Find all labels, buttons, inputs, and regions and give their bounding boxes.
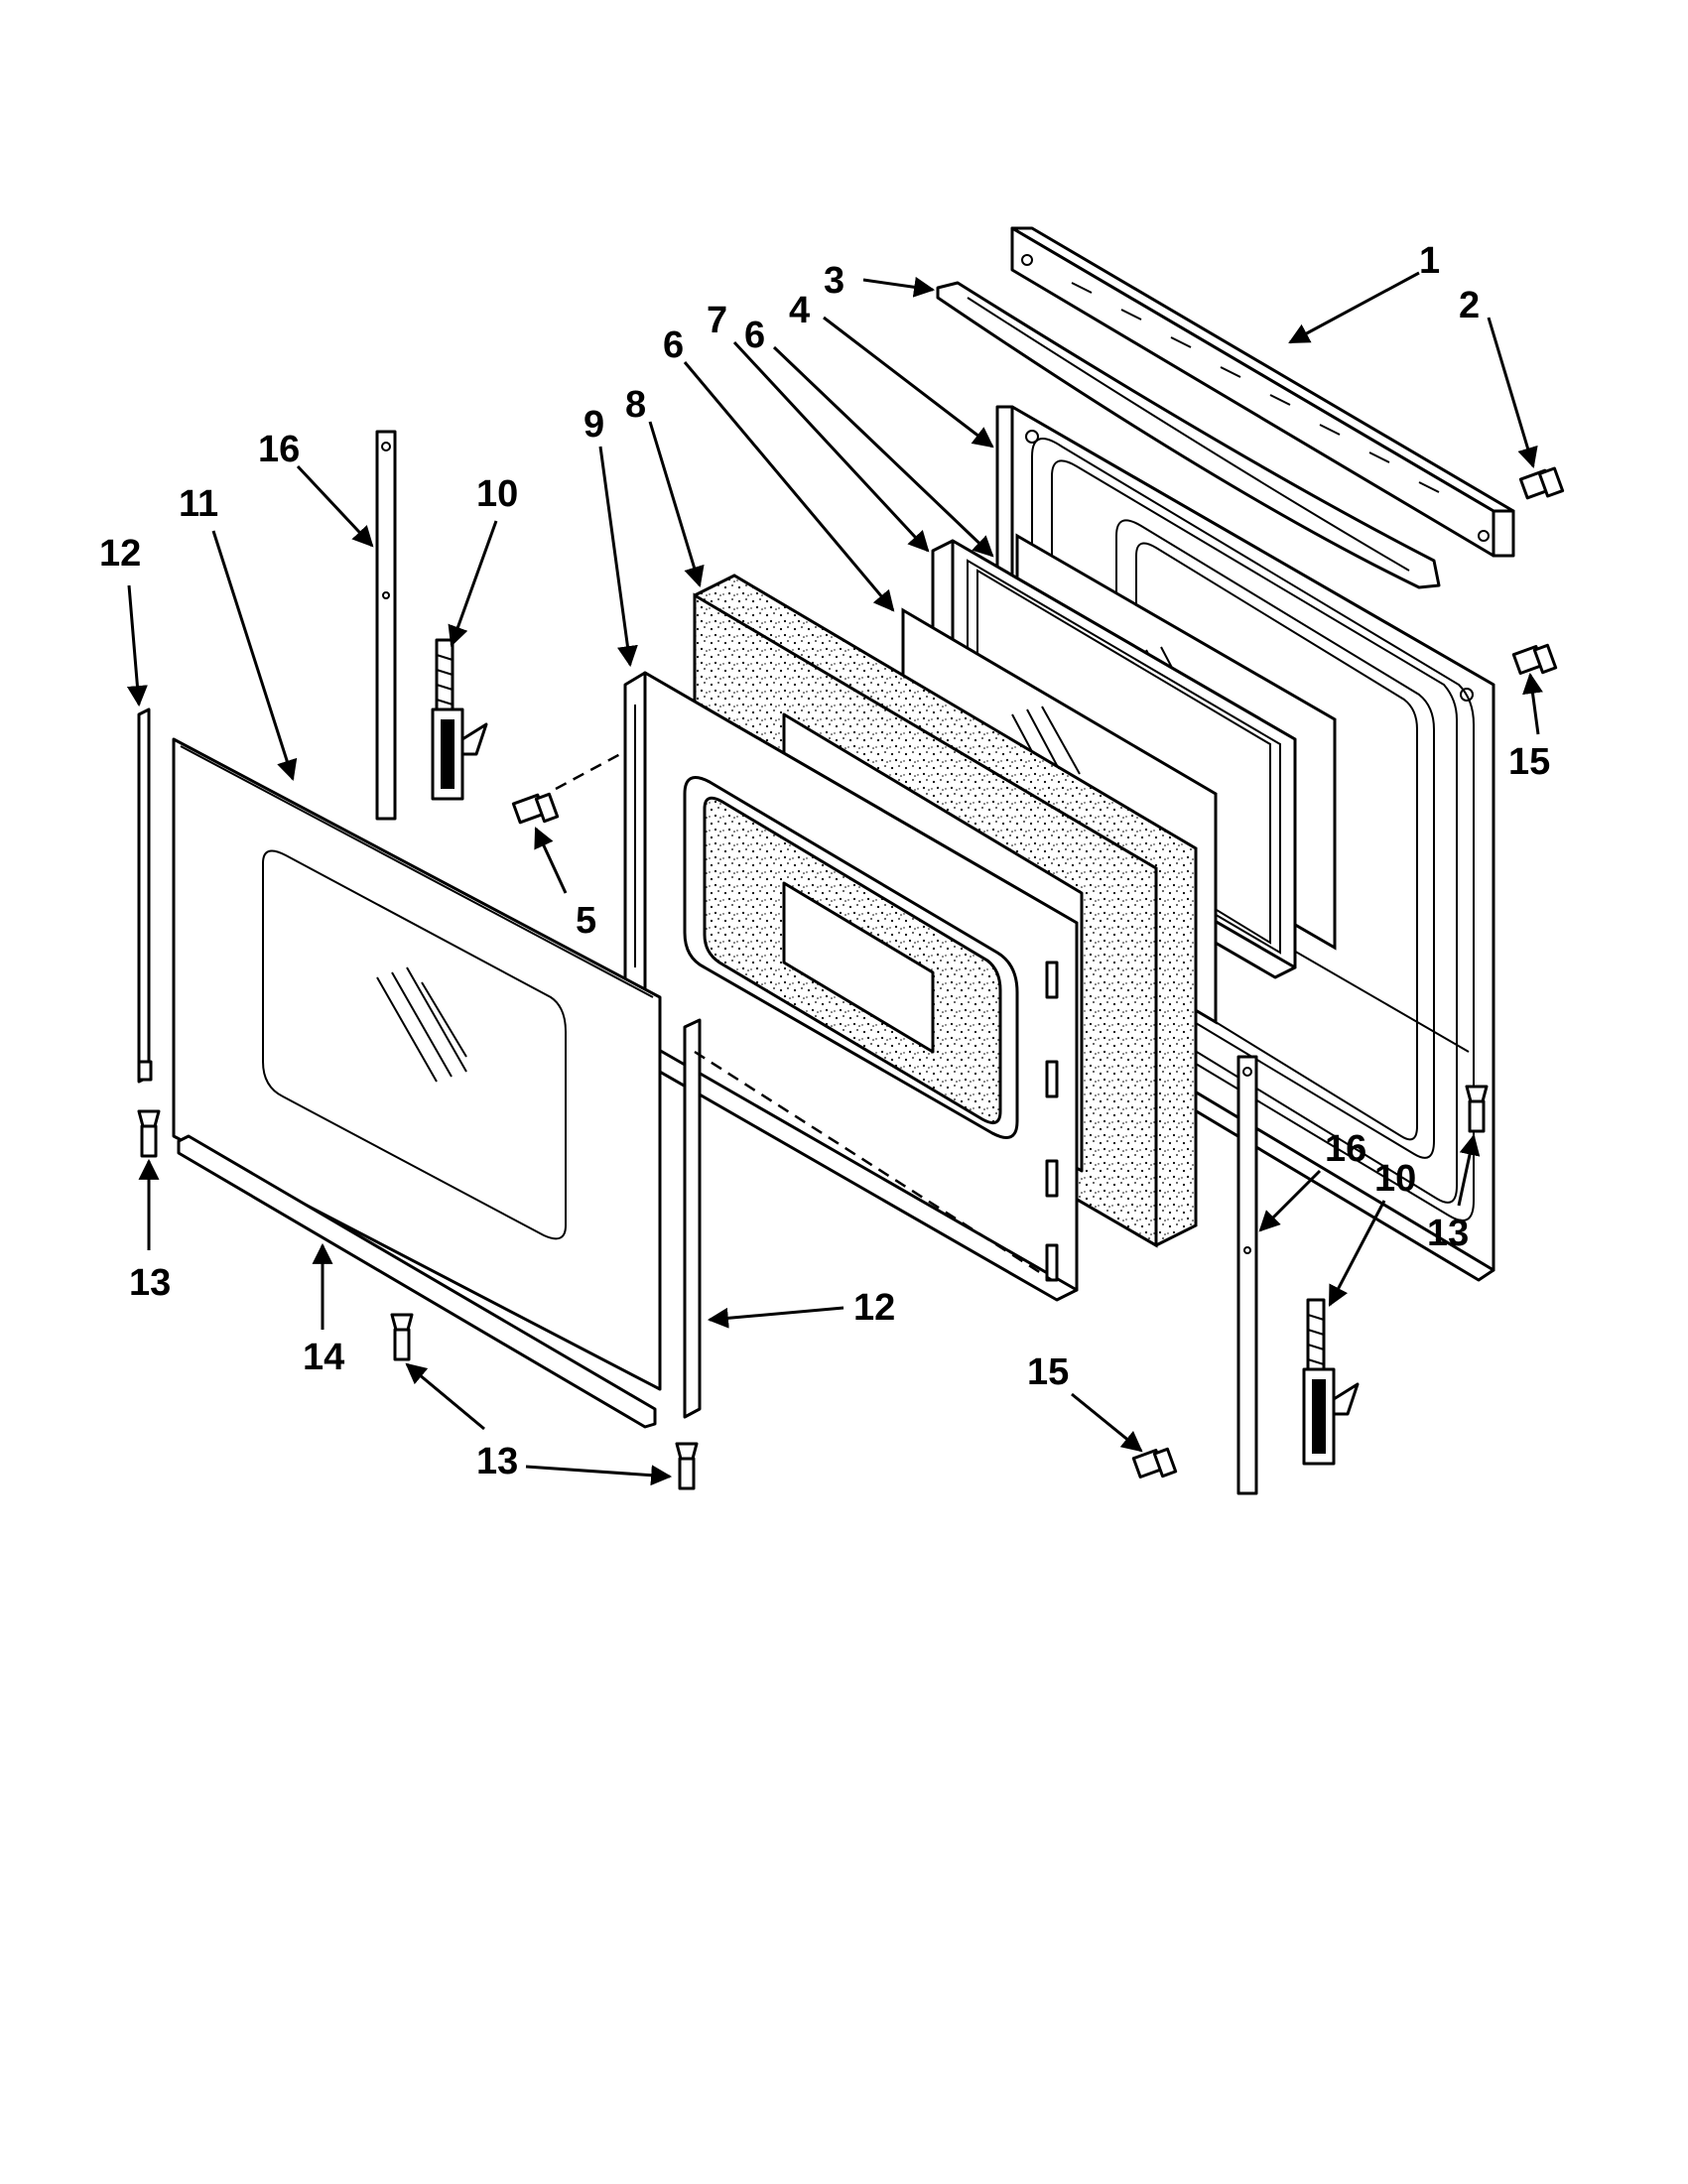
callout-5: 5 xyxy=(576,900,596,942)
screw-part-13-left xyxy=(137,1109,161,1158)
callout-15-upper: 15 xyxy=(1508,741,1550,783)
door-liner-part xyxy=(623,671,1079,1302)
bottom-trim-part xyxy=(177,1134,657,1429)
callout-15-lower: 15 xyxy=(1027,1351,1069,1393)
door-handle-part xyxy=(936,281,1441,589)
screw-part-5 xyxy=(511,792,560,825)
screw-part-13-center xyxy=(675,1442,699,1490)
side-trim-left-part xyxy=(137,707,153,1084)
callout-6-rear: 6 xyxy=(744,315,765,356)
side-trim-right-part xyxy=(683,1018,702,1419)
callout-11: 11 xyxy=(179,483,218,525)
screw-part-13-bottom xyxy=(390,1313,414,1361)
callout-16-left: 16 xyxy=(258,429,300,470)
callout-8: 8 xyxy=(625,384,646,426)
screw-part-2 xyxy=(1518,466,1565,500)
callout-10-right: 10 xyxy=(1374,1158,1416,1200)
hinge-left-part xyxy=(431,638,488,801)
hinge-right-part xyxy=(1302,1298,1360,1466)
callout-12-right: 12 xyxy=(853,1287,895,1329)
callout-13-left: 13 xyxy=(129,1262,171,1304)
vent-trim-part xyxy=(1010,226,1515,558)
callout-2: 2 xyxy=(1459,285,1480,326)
callout-13-bottom: 13 xyxy=(476,1441,518,1482)
callout-1: 1 xyxy=(1419,240,1440,282)
callout-10-left: 10 xyxy=(476,473,518,515)
callout-9: 9 xyxy=(584,404,604,446)
callout-12-left: 12 xyxy=(99,533,141,575)
hinge-receiver-right-part xyxy=(1236,1055,1258,1495)
outer-door-panel-part xyxy=(172,737,662,1391)
callout-13-right: 13 xyxy=(1427,1213,1469,1254)
callout-3: 3 xyxy=(824,260,844,302)
callout-6-front: 6 xyxy=(663,324,684,366)
callout-16-right: 16 xyxy=(1325,1128,1366,1170)
callout-14: 14 xyxy=(303,1337,344,1378)
callout-4: 4 xyxy=(789,290,810,331)
screw-part-13-right xyxy=(1465,1085,1489,1133)
leader-lines xyxy=(126,271,1543,1486)
hinge-receiver-left-part xyxy=(375,430,397,821)
callout-7: 7 xyxy=(707,300,727,341)
screw-part-15-upper xyxy=(1511,643,1558,676)
screw-part-15-lower xyxy=(1131,1447,1178,1479)
